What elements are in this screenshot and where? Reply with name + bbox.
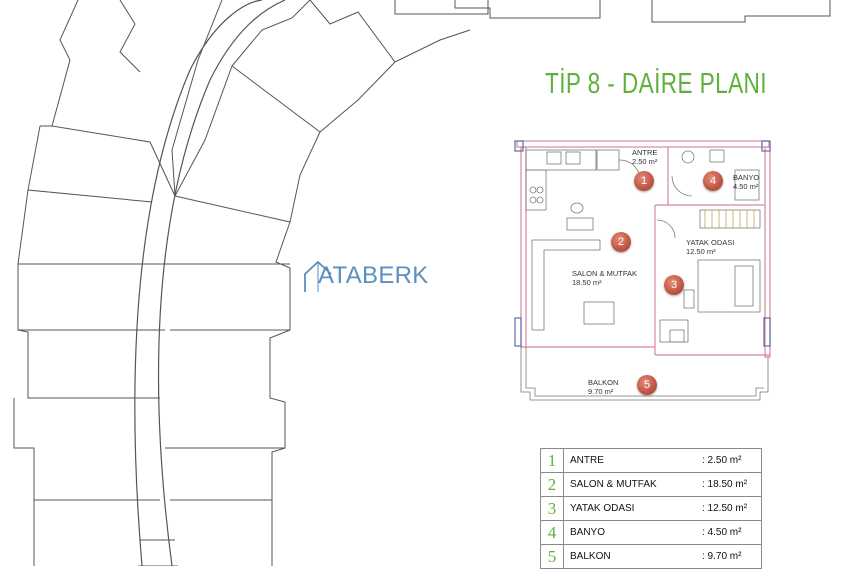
- legend-number: 4: [540, 520, 564, 545]
- room-area: 9.70 m²: [588, 387, 614, 396]
- room-area: 2.50 m²: [632, 157, 658, 166]
- wall-top: [516, 140, 770, 148]
- room-name: BANYO: [733, 173, 760, 182]
- room-area: 12.50 m²: [686, 247, 716, 256]
- site-block-top-2: [651, 0, 831, 23]
- room-name: ANTRE: [632, 148, 658, 157]
- legend-number: 1: [540, 448, 564, 473]
- legend-room-area: : 18.50 m²: [698, 472, 762, 497]
- building-logo-icon: [304, 260, 332, 292]
- room-marker-5: 5: [637, 375, 657, 395]
- room-label-antre: ANTRE 2.50 m²: [632, 148, 657, 166]
- legend-room-name: ANTRE: [563, 448, 698, 473]
- room-name: BALKON: [588, 378, 619, 387]
- legend-room-area: : 4.50 m²: [698, 520, 762, 545]
- room-marker-4: 4: [703, 171, 723, 191]
- room-label-salon-mutfak: SALON & MUTFAK 18.50 m²: [572, 269, 637, 287]
- legend-room-area: : 2.50 m²: [698, 448, 762, 473]
- room-marker-3: 3: [664, 275, 684, 295]
- room-name: YATAK ODASI: [686, 238, 735, 247]
- plan-title: TİP 8 - DAİRE PLANI: [545, 68, 767, 100]
- legend-number: 3: [540, 496, 564, 521]
- legend-room-name: SALON & MUTFAK: [563, 472, 698, 497]
- legend-number: 2: [540, 472, 564, 497]
- room-label-balkon: BALKON 9.70 m²: [588, 378, 618, 396]
- wall-left: [520, 146, 527, 348]
- room-label-banyo: BANYO 4.50 m²: [733, 173, 759, 191]
- legend-room-name: BALKON: [563, 544, 698, 569]
- room-marker-1: 1: [634, 171, 654, 191]
- room-area: 4.50 m²: [733, 182, 759, 191]
- legend-room-name: BANYO: [563, 520, 698, 545]
- legend-number: 5: [540, 544, 564, 569]
- room-name: SALON & MUTFAK: [572, 269, 638, 278]
- room-marker-2: 2: [611, 232, 631, 252]
- brand-logo-text: ATABERK: [318, 262, 429, 289]
- room-label-yatak-odasi: YATAK ODASI 12.50 m²: [686, 238, 734, 256]
- legend-room-area: : 12.50 m²: [698, 496, 762, 521]
- legend-room-name: YATAK ODASI: [563, 496, 698, 521]
- site-block-top-1: [454, 0, 601, 19]
- wall-right: [764, 146, 771, 358]
- legend-room-area: : 9.70 m²: [698, 544, 762, 569]
- room-area: 18.50 m²: [572, 278, 602, 287]
